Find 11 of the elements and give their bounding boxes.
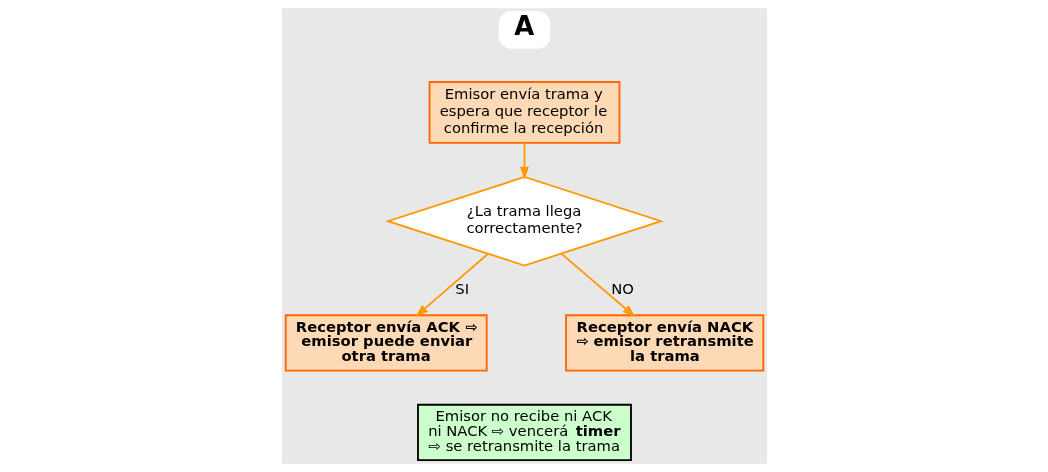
node-box: Emisor envía trama y espera que receptor le confirme la recepción bbox=[428, 81, 620, 144]
arrow bbox=[414, 253, 489, 317]
arrow bbox=[519, 141, 529, 180]
node-box: Receptor envía ACK ⇨ emisor puede enviar otra trama bbox=[284, 314, 488, 372]
node-diamond: ¿La trama llega correctamente? bbox=[384, 176, 664, 267]
arrow bbox=[559, 252, 635, 318]
edge-label: SI bbox=[454, 279, 469, 297]
node-box: Emisor no recibe ni ACK ni NACK ⇨ vencerá timer ⇨ se retransmite la trama bbox=[416, 403, 632, 461]
node-box: Receptor envía NACK ⇨ emisor retransmite la trama bbox=[564, 314, 764, 372]
edge-label: NO bbox=[610, 279, 634, 297]
label: A bbox=[513, 11, 534, 42]
